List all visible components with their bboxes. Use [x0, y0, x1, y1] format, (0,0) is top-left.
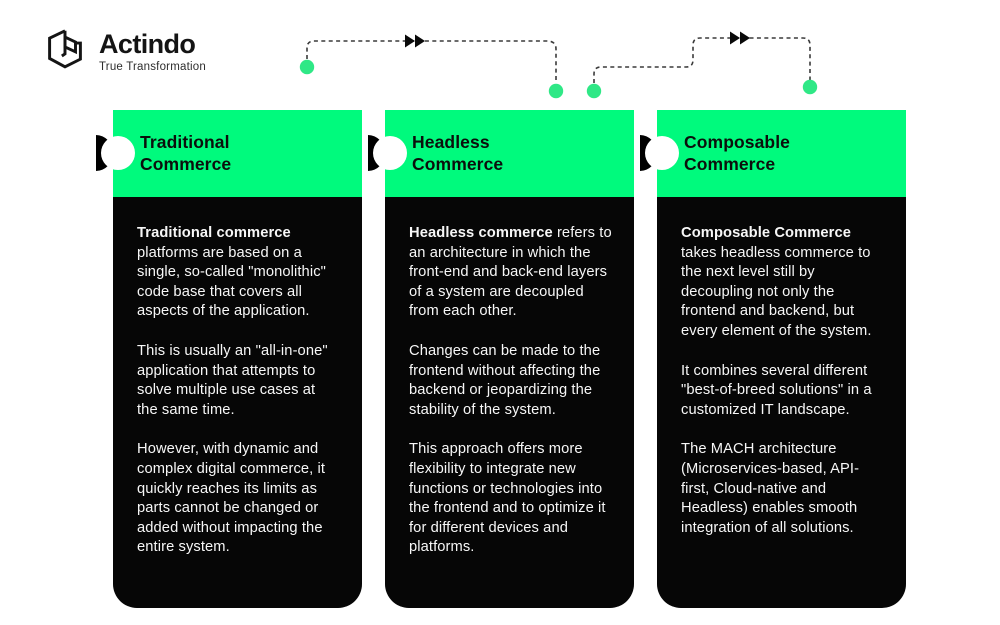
- connector-dot: [802, 79, 818, 95]
- card-header: Composable Commerce: [640, 110, 906, 197]
- connector-line-1: [306, 40, 557, 82]
- card-body: Headless commerce refers to an architect…: [385, 197, 634, 608]
- double-chevron-right-icon: [740, 31, 750, 45]
- lead-phrase: Headless commerce: [409, 225, 553, 241]
- card-paragraph: This approach offers more flexibility to…: [409, 441, 606, 556]
- card-header: Headless Commerce: [368, 110, 634, 197]
- double-chevron-right-icon: [415, 34, 425, 48]
- card-title: Composable Commerce: [684, 132, 791, 174]
- card-body: Composable Commerce takes headless comme…: [657, 197, 906, 608]
- lead-phrase: Composable Commerce: [681, 225, 852, 241]
- card-paragraph: Traditional commerce platforms are based…: [137, 225, 326, 320]
- card-composable-commerce: Composable Commerce Composable Commerce …: [640, 110, 906, 608]
- card-paragraph: It combines several different "best-of-b…: [681, 362, 872, 418]
- card-paragraph: Composable Commerce takes headless comme…: [681, 225, 872, 339]
- card-paragraph: Headless commerce refers to an architect…: [409, 225, 612, 320]
- card-title: Traditional Commerce: [140, 132, 232, 174]
- card-headless-commerce: Headless Commerce Headless commerce refe…: [368, 110, 634, 608]
- card-body: Traditional commerce platforms are based…: [113, 197, 362, 608]
- lead-phrase: Traditional commerce: [137, 225, 291, 241]
- card-paragraph: However, with dynamic and complex digita…: [137, 441, 326, 556]
- puzzle-notch-icon: [645, 136, 679, 170]
- puzzle-notch-icon: [373, 136, 407, 170]
- connector-dot: [299, 59, 315, 75]
- puzzle-notch-icon: [101, 136, 135, 170]
- card-traditional-commerce: Traditional Commerce Traditional commerc…: [96, 110, 362, 608]
- connector-dot: [586, 83, 602, 99]
- card-paragraph: The MACH architecture (Microservices-bas…: [681, 441, 860, 536]
- card-paragraph: Changes can be made to the frontend with…: [409, 342, 601, 418]
- brand-name: Actindo: [99, 29, 196, 59]
- card-header: Traditional Commerce: [96, 110, 362, 197]
- connector-line-2: [593, 37, 811, 83]
- double-chevron-right-icon: [405, 34, 415, 48]
- brand-tagline: True Transformation: [99, 61, 206, 73]
- actindo-cube-icon: [44, 28, 86, 70]
- brand-logo: Actindo True Transformation: [44, 28, 206, 73]
- double-chevron-right-icon: [730, 31, 740, 45]
- connector-dot: [548, 83, 564, 99]
- card-title: Headless Commerce: [412, 132, 504, 174]
- card-paragraph: This is usually an "all-in-one" applicat…: [137, 342, 328, 418]
